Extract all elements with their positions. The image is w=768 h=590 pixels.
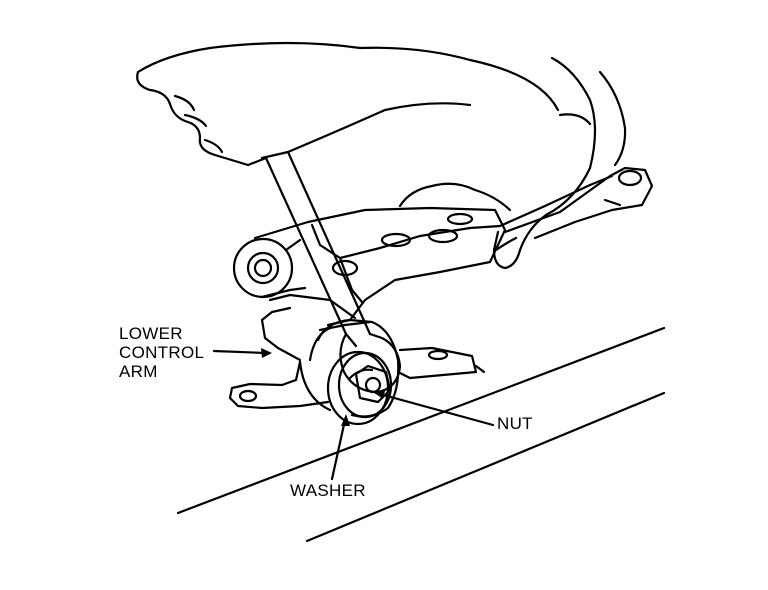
leader-washer	[330, 418, 347, 481]
callout-lower-control-arm-line-2: CONTROL	[119, 343, 205, 362]
leader-lines	[212, 349, 495, 481]
leader-nut	[374, 391, 495, 427]
callout-lower-control-arm-line-1: LOWER	[119, 324, 183, 343]
callout-lower-control-arm-line-3: ARM	[119, 362, 158, 381]
callout-washer: WASHER	[290, 481, 366, 500]
callout-lower-control-arm: LOWER CONTROL ARM	[119, 324, 204, 381]
arrowhead-washer	[341, 414, 350, 426]
arrowhead-lower-control-arm	[261, 348, 272, 358]
ground-lines	[176, 326, 666, 543]
arrowhead-nut	[373, 391, 385, 399]
lower-control-arm	[232, 166, 654, 327]
callout-nut: NUT	[497, 414, 533, 433]
hand-right	[398, 56, 627, 270]
leader-lower-control-arm	[212, 349, 268, 355]
hand-left	[136, 41, 560, 167]
